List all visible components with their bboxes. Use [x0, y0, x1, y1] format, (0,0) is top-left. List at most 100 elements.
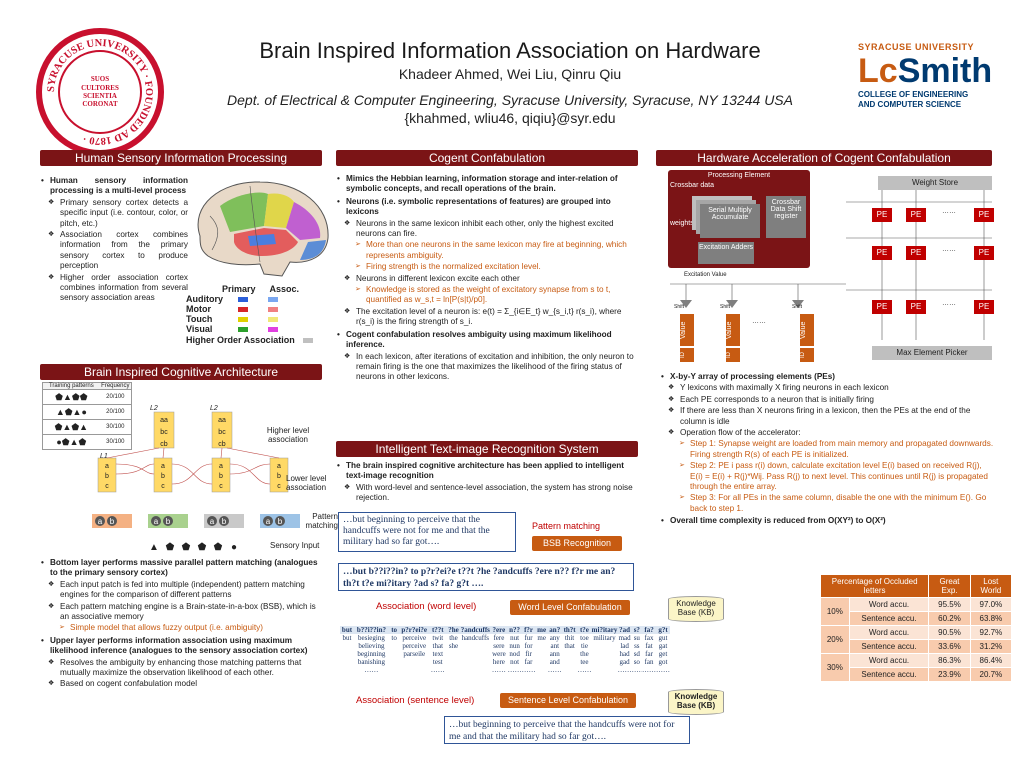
- grid-cell: banishing: [357, 658, 386, 666]
- hw-t1: Step 1: Synapse weight are loaded from m…: [660, 439, 994, 460]
- syracuse-seal-logo: SYRACUSE UNIVERSITY · FOUNDED AD 1870 · …: [36, 28, 164, 156]
- shift-register-box: Crossbar Data Shift register: [766, 196, 806, 238]
- tree-dots: ……: [752, 318, 766, 325]
- grid-cell: besieging: [358, 634, 385, 642]
- svg-text:a: a: [154, 517, 159, 526]
- itr-text: The brain inspired cognitive architectur…: [336, 459, 638, 504]
- grid-h: mi?itary: [591, 626, 618, 634]
- grid-cell: gut: [658, 634, 668, 642]
- results-great: 90.5%: [928, 625, 971, 640]
- grid-h: but: [341, 626, 353, 634]
- grid-cell: nod: [509, 650, 520, 658]
- grid-cell: here: [492, 658, 505, 666]
- human-s1: Primary sensory cortex detects a specifi…: [40, 198, 188, 229]
- results-lost: 97.0%: [969, 597, 1013, 612]
- seal-motto-1: SUOS: [90, 75, 110, 84]
- tp-header: Training patterns: [48, 383, 94, 389]
- itr-s1: With word-level and sentence-level assoc…: [336, 483, 638, 504]
- svg-text:a: a: [219, 463, 223, 470]
- results-type: Sentence accu.: [848, 611, 930, 626]
- pe-2-3: PE: [974, 246, 994, 260]
- cogent-b3: Cogent confabulation resolves ambiguity …: [336, 330, 638, 351]
- max-picker-box: Max Element Picker: [872, 346, 992, 360]
- cogent-t3: Knowledge is stored as the weight of exc…: [336, 285, 638, 306]
- grid-cell: the: [580, 650, 589, 658]
- grid-h: fa?: [644, 626, 654, 634]
- grid-cell: far: [645, 650, 653, 658]
- grid-cell: [536, 642, 548, 650]
- arch-s4: Based on cogent confabulation model: [40, 679, 322, 690]
- grid-cell: perceive: [402, 634, 427, 642]
- grid-cell: and: [549, 658, 560, 666]
- grid-h: ?he: [448, 626, 459, 634]
- grid-cell: believing: [358, 642, 385, 650]
- swatch-auditory-assoc: [268, 296, 278, 302]
- itr-b1: The brain inspired cognitive architectur…: [336, 461, 638, 482]
- grid-cell: [536, 658, 548, 666]
- results-great: 60.2%: [928, 611, 971, 626]
- svg-text:b: b: [161, 473, 165, 480]
- grid-cell: mad: [618, 634, 631, 642]
- pattern-row-3: ⬟▲⬟▲: [54, 422, 89, 432]
- weight-store-box: Weight Store: [878, 176, 992, 190]
- grid-cell: ……: [631, 666, 642, 674]
- svg-text:a: a: [266, 517, 271, 526]
- results-lost: 86.4%: [969, 653, 1013, 668]
- grid-cell: but: [342, 634, 352, 642]
- ambiguous-text-box: …but b??i??in? to p?r?ei?e t??t ?he ?and…: [338, 563, 634, 591]
- grid-cell: for: [524, 642, 533, 650]
- grid-cell: fat: [645, 642, 653, 650]
- grid-cell: [399, 658, 429, 666]
- arch-b1: Bottom layer performs massive parallel p…: [40, 558, 322, 579]
- hw-text: X-by-Y array of processing elements (PEs…: [660, 370, 994, 527]
- results-header-row: Percentage of Occluded letters Great Exp…: [819, 574, 1013, 598]
- svg-text:c: c: [219, 483, 223, 490]
- seal-motto-2: CULTORES: [81, 83, 119, 92]
- grid-cell: [591, 642, 617, 650]
- freq-1: 20/100: [106, 394, 125, 400]
- grid-cell: nun: [509, 642, 520, 650]
- grid-cell: thit: [564, 634, 575, 642]
- grid-cell: she: [448, 642, 459, 650]
- arch-s2: Each pattern matching engine is a Brain-…: [40, 602, 322, 623]
- results-great: 95.5%: [928, 597, 971, 612]
- id-col-3: ID: [800, 348, 814, 362]
- svg-text:⬟: ⬟: [166, 542, 175, 553]
- svg-text:⬟: ⬟: [214, 542, 223, 553]
- output-text-box: …but beginning to perceive that the hand…: [444, 716, 690, 744]
- value-col-3: Value: [800, 314, 814, 346]
- arch-s1: Each input patch is fed into multiple (i…: [40, 580, 322, 601]
- legend-assoc: Assoc.: [269, 284, 300, 294]
- grid-h: f?r: [524, 626, 534, 634]
- table-row: Sentence accu. 60.2% 63.8%: [821, 611, 1013, 626]
- grid-cell: [389, 642, 399, 650]
- section-header-itr: Intelligent Text-image Recognition Syste…: [336, 441, 638, 457]
- cogent-b1: Mimics the Hebbian learning, information…: [336, 174, 638, 195]
- pattern-matching-label: Pattern matching: [305, 512, 338, 530]
- cogent-s4: In each lexicon, after iterations of exc…: [336, 352, 638, 383]
- grid-cell: [447, 650, 461, 658]
- grid-cell: ……: [521, 666, 536, 674]
- results-great: 86.3%: [928, 653, 971, 668]
- authors: Khadeer Ahmed, Wei Liu, Qinru Qiu: [398, 66, 622, 82]
- svg-text:b: b: [110, 517, 115, 526]
- knowledge-base-2: Knowledge Base (KB): [668, 689, 724, 715]
- grid-h: p?r?ei?e: [401, 626, 428, 634]
- grid-cell: [447, 658, 461, 666]
- logo-line2: AND COMPUTER SCIENCE: [858, 100, 962, 109]
- svg-text:b: b: [166, 517, 171, 526]
- grid-cell: that: [432, 642, 444, 650]
- grid-h: g?t: [658, 626, 668, 634]
- swatch-visual-primary: [238, 326, 248, 332]
- results-h-pct: Percentage of Occluded letters: [819, 574, 930, 598]
- hw-s4: Operation flow of the accelerator:: [660, 428, 994, 439]
- pe-dots-3: ……: [942, 300, 956, 307]
- grid-cell: test: [432, 658, 443, 666]
- svg-text:bc: bc: [218, 429, 226, 436]
- logo-lc: Lc: [858, 52, 898, 90]
- grid-cell: fir: [525, 650, 532, 658]
- pattern-matching-title: Pattern matching: [532, 521, 601, 531]
- grid-h: ?ad: [619, 626, 631, 634]
- hw-s2: Each PE corresponds to a neuron that is …: [660, 395, 994, 406]
- results-pct-30: 30%: [820, 653, 850, 682]
